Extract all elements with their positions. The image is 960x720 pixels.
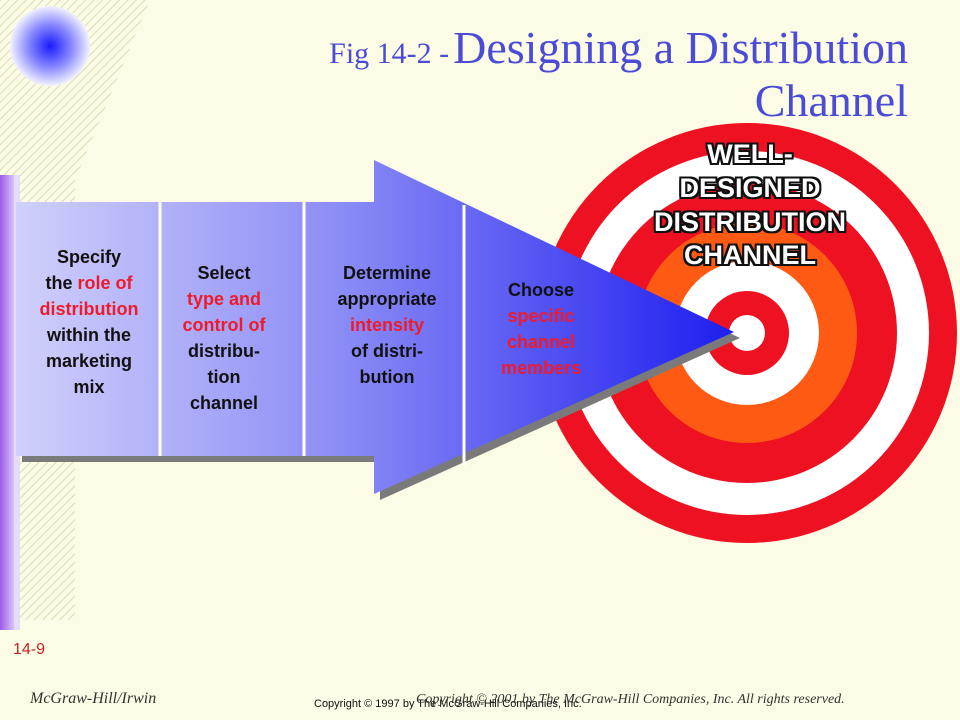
target-label-line: CHANNEL (684, 240, 816, 271)
process-arrow (16, 160, 734, 494)
title-main-line1: Designing a Distribution (453, 22, 908, 73)
orb-decoration (10, 6, 90, 86)
page-number: 14-9 (13, 641, 46, 658)
target-center (729, 315, 765, 351)
step-determine-intensity: Determine appropriate intensity of distr… (337, 263, 437, 387)
title-main-line2: Channel (754, 74, 908, 126)
left-decorative-bar (0, 175, 14, 630)
target-label-line: DISTRIBUTION (654, 206, 846, 237)
target-label-line: WELL- (707, 139, 793, 169)
footer-copyright-small: Copyright © 1997 by The McGraw-Hill Comp… (314, 698, 582, 710)
footer-copyright-italic: Copyright © 2001 by The McGraw-Hill Comp… (416, 692, 845, 707)
target-label-line: DESIGNED (679, 172, 821, 203)
target-bullseye (537, 123, 957, 543)
title-prefix: Fig 14-2 - (329, 37, 450, 70)
step-specify-role: Specify the role of distribution within … (39, 247, 139, 397)
footer-publisher: McGraw-Hill/Irwin (30, 690, 157, 707)
step-select-type: Select type and control of distribu- tio… (182, 263, 266, 413)
step-choose-members: Choose specific channel members (500, 280, 582, 378)
target-label: WELL- DESIGNED DISTRIBUTION CHANNEL (610, 138, 890, 273)
slide-title: Fig 14-2 - Designing a Distribution Chan… (208, 22, 908, 128)
